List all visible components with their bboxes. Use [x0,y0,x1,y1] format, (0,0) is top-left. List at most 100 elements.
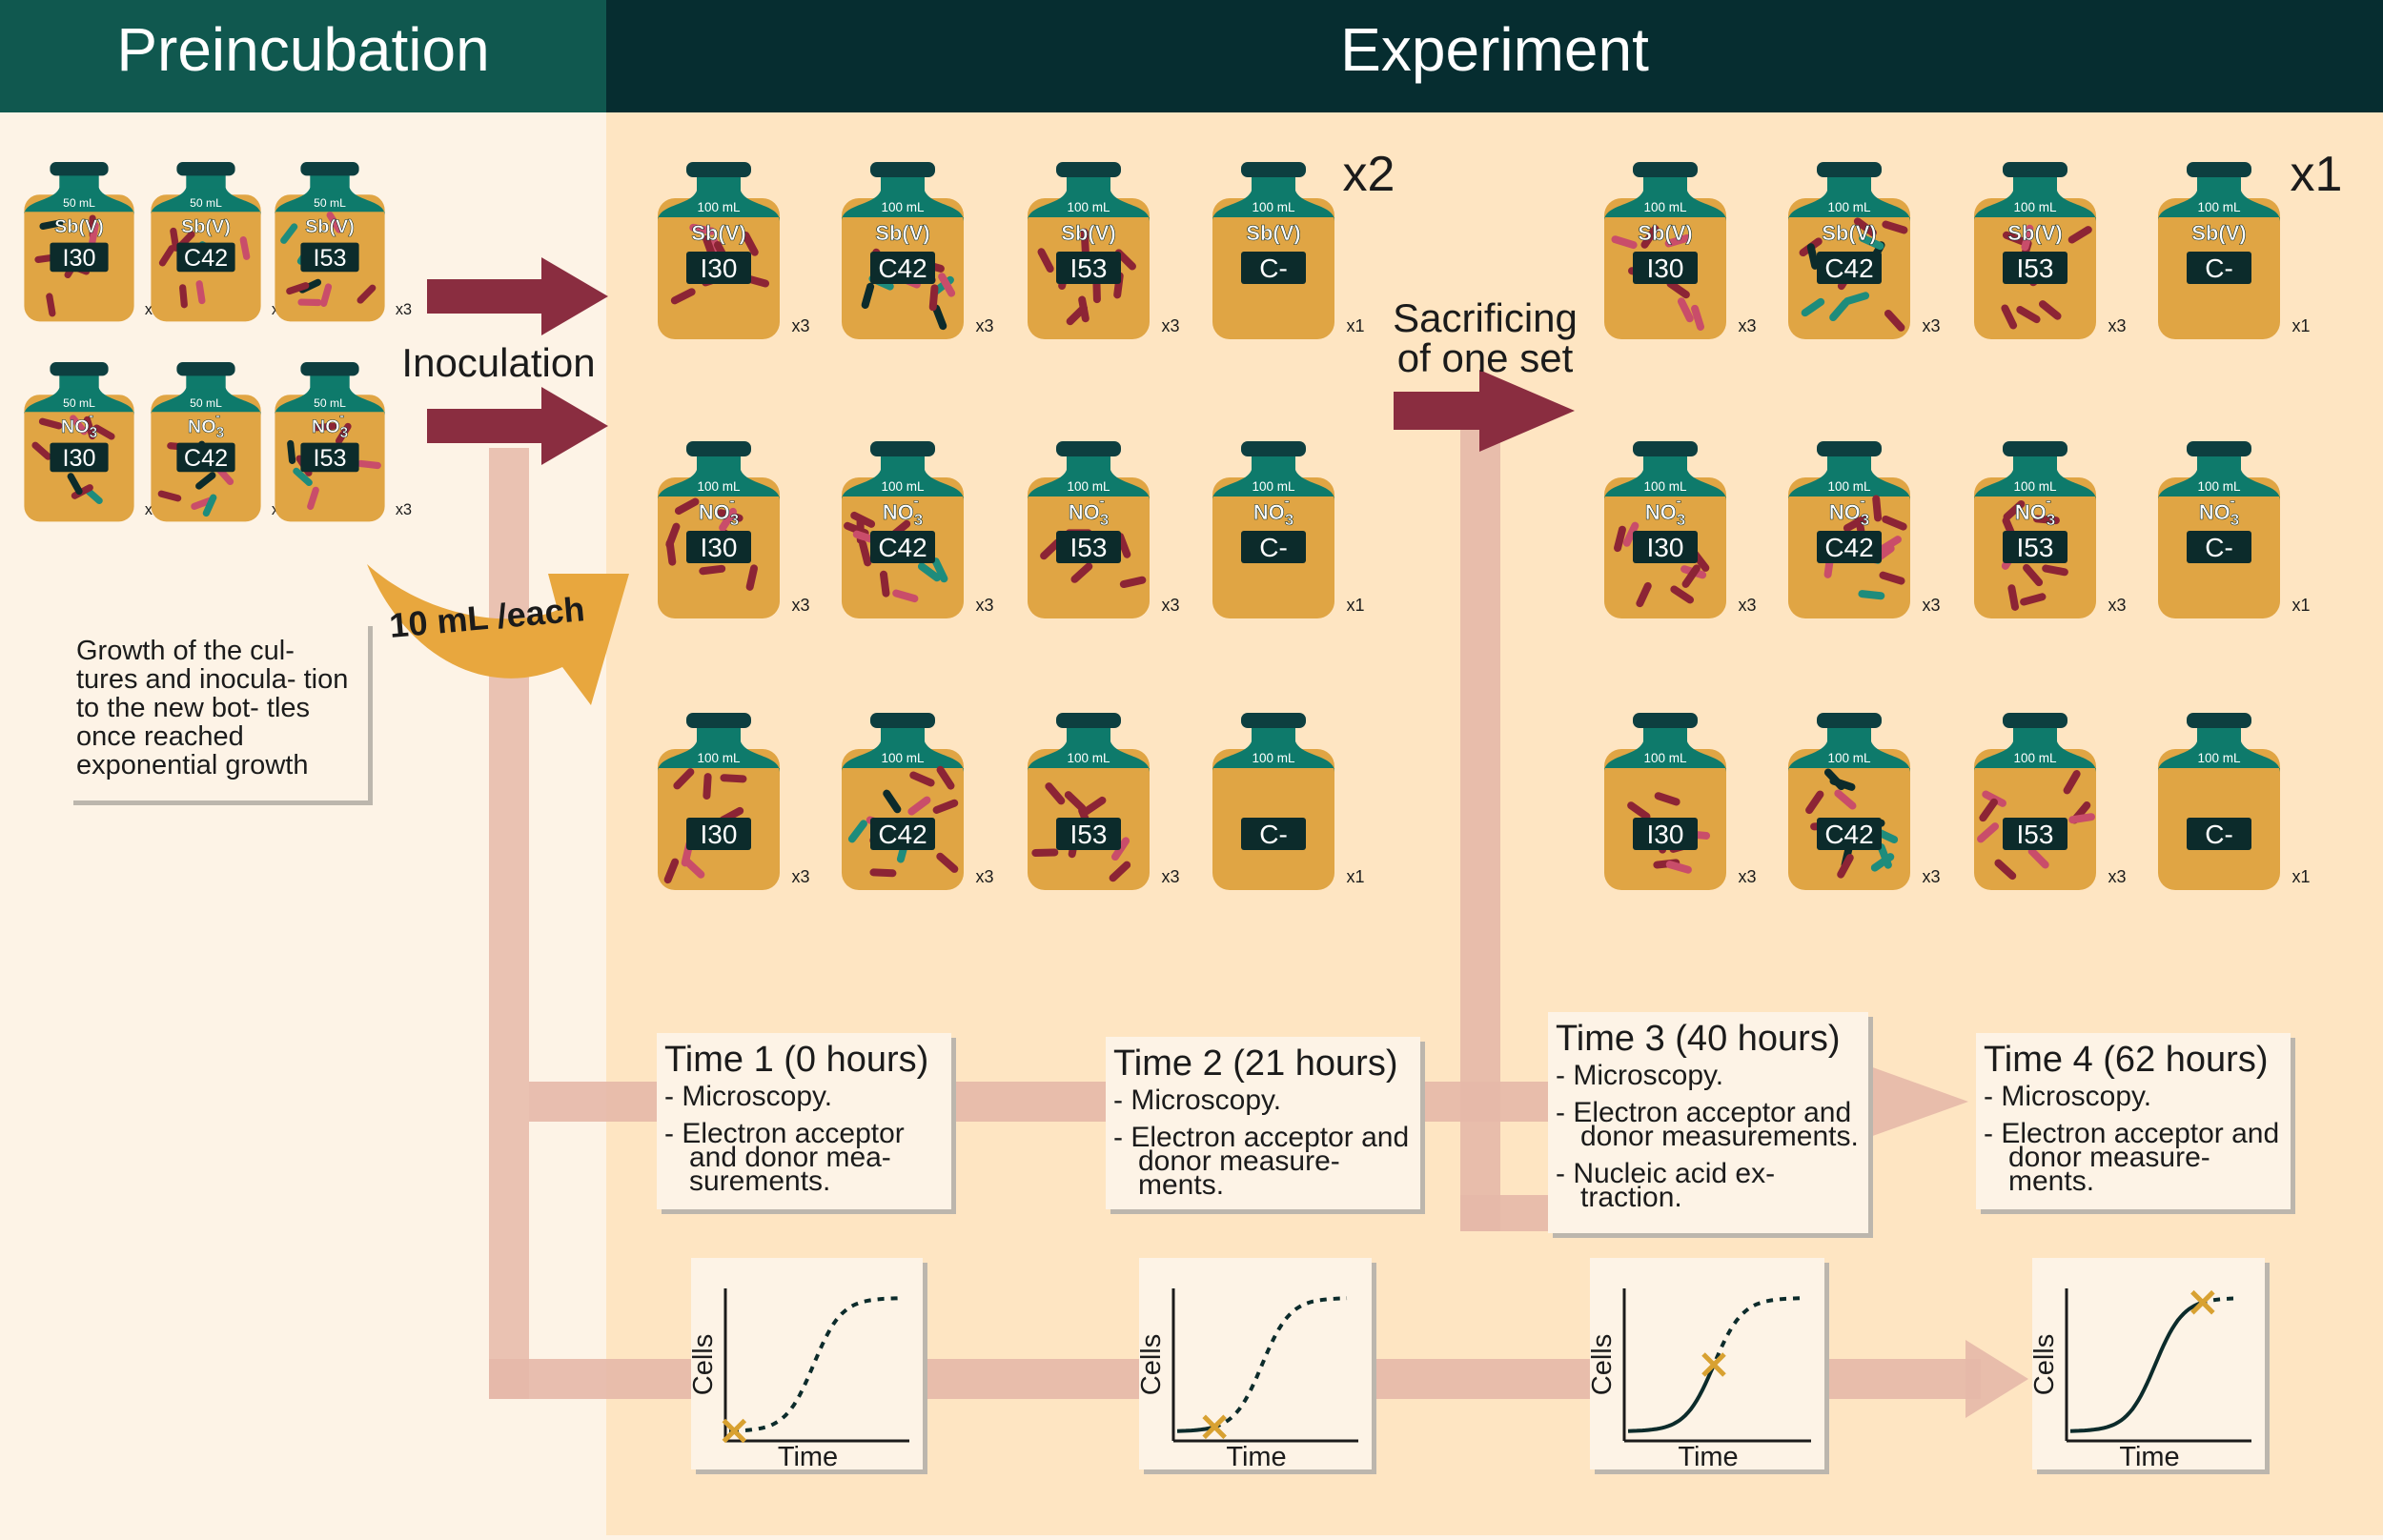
bottle-substrate-sub: 3 [1100,511,1109,529]
bottle-neck [1067,726,1110,743]
time-item: - Microscopy. [1113,1088,1413,1112]
bottle-cap [686,162,751,177]
bottle-count: x3 [975,596,993,615]
bottle-strain: I53 [313,245,346,272]
bottle-count: x1 [2291,316,2310,335]
bottle-neck [186,375,225,390]
chart-y-label: Cells [2029,1334,2060,1395]
set2-multiplier: x1 [2291,147,2343,202]
bottle-strain: C- [2205,253,2233,283]
bottle-strain: C- [1259,533,1288,562]
bacterial-cell [1031,848,1058,857]
bottle-neck [697,175,741,192]
bottle-count: x1 [1346,316,1364,335]
bottle-strain: I30 [62,445,95,472]
bottle-strain: I30 [1647,820,1684,849]
bottle-count: x1 [1346,867,1364,886]
bottle-cap [870,162,935,177]
bottle-cap [176,162,234,175]
bottle-cap [870,441,935,456]
bottle-cap [1241,713,1306,728]
bottle-substrate-sub: 3 [1861,511,1869,529]
bottle-volume: 100 mL [1252,200,1295,214]
bottle-cap [1633,713,1698,728]
bottle-count: x3 [1738,596,1756,615]
bottle-volume: 100 mL [1067,200,1110,214]
bottle-substrate-sup: - [2046,492,2051,510]
bottle-count: x3 [1738,316,1756,335]
bottle-strain: I53 [2017,820,2054,849]
bottle-strain: I30 [701,533,738,562]
bottle-count: x3 [791,867,809,886]
bottle-count: x3 [975,316,993,335]
bottle-strain: C42 [878,253,927,283]
time-box-3: Time 3 (40 hours) - Microscopy. - Electr… [1548,1012,1868,1233]
bottle-neck [2197,726,2241,743]
bottle-count: x3 [791,316,809,335]
bottle-strain: I30 [1647,253,1684,283]
bottle-strain: C42 [1824,533,1873,562]
bottle-cap [2187,162,2251,177]
bottle-substrate-sup: - [913,492,919,510]
bottle-count: x3 [2108,867,2126,886]
time-item: - Nucleic acid ex- traction. [1556,1162,1861,1209]
bottle-neck [1067,455,1110,472]
time-item: - Electron acceptor and donor measure- m… [1113,1125,1413,1197]
bottle-volume: 100 mL [697,200,741,214]
bottle-substrate: Sb(V) [54,216,104,237]
bottle-cap [50,162,108,175]
bottle-count: x3 [1922,316,1940,335]
bottle-neck [1827,726,1871,743]
bottle-cap [2187,713,2251,728]
time-box-1: Time 1 (0 hours) - Microscopy. - Electro… [657,1033,951,1209]
bottle-substrate: Sb(V) [691,221,745,245]
bottle-neck [1827,175,1871,192]
bottle-cap [1633,441,1698,456]
bottle-substrate-sup: - [729,492,735,510]
bottle-cap [686,713,751,728]
bottle-cap [1056,441,1121,456]
bottle-volume: 100 mL [2197,200,2241,214]
bottle-neck [2197,175,2241,192]
bottle-substrate-sub: 3 [914,511,923,529]
bottle-strain: C42 [878,533,927,562]
bottle-neck [881,175,925,192]
bottle-strain: I53 [1070,820,1108,849]
bottle-substrate-sub: 3 [1677,511,1685,529]
bottle-neck [1252,455,1295,472]
bottle-neck [697,455,741,472]
bottle-strain: C- [2205,533,2233,562]
bottle-volume: 100 mL [881,751,925,765]
bottle-volume: 100 mL [1252,751,1295,765]
bottle-substrate: Sb(V) [181,216,231,237]
growth-note: Growth of the cul- tures and inocula- ti… [69,621,368,800]
bottle-strain: C42 [1824,253,1873,283]
bottle-count: x3 [1922,596,1940,615]
bottle-neck [1252,175,1295,192]
bottle-neck [2013,455,2057,472]
bottle-volume: 50 mL [63,196,95,210]
bottle-substrate-sup: - [1860,492,1865,510]
bottle-cap [870,713,935,728]
bottle-substrate: Sb(V) [1822,221,1876,245]
bacterial-cell [869,868,896,877]
bottle-substrate-sup: - [339,408,344,424]
time-item: - Electron acceptor and donor measure- m… [1984,1122,2283,1193]
bottle-neck [310,174,349,190]
bottle-neck [1067,175,1110,192]
bottle-neck [1643,175,1687,192]
bottle-volume: 100 mL [1643,200,1687,214]
bottle-substrate-sup: - [215,408,220,424]
bottle-cap [176,362,234,375]
chart-y-label: Cells [1587,1334,1618,1395]
bottle-strain: I53 [313,445,346,472]
bottle-substrate-sub: 3 [90,425,98,441]
bottle-substrate-sub: 3 [2047,511,2055,529]
inoculation-label: Inoculation [401,340,595,385]
bottle-strain: C42 [184,445,228,472]
chart-x-label: Time [1678,1442,1738,1472]
bottle-cap [300,362,358,375]
bottle-strain: I53 [1070,533,1108,562]
